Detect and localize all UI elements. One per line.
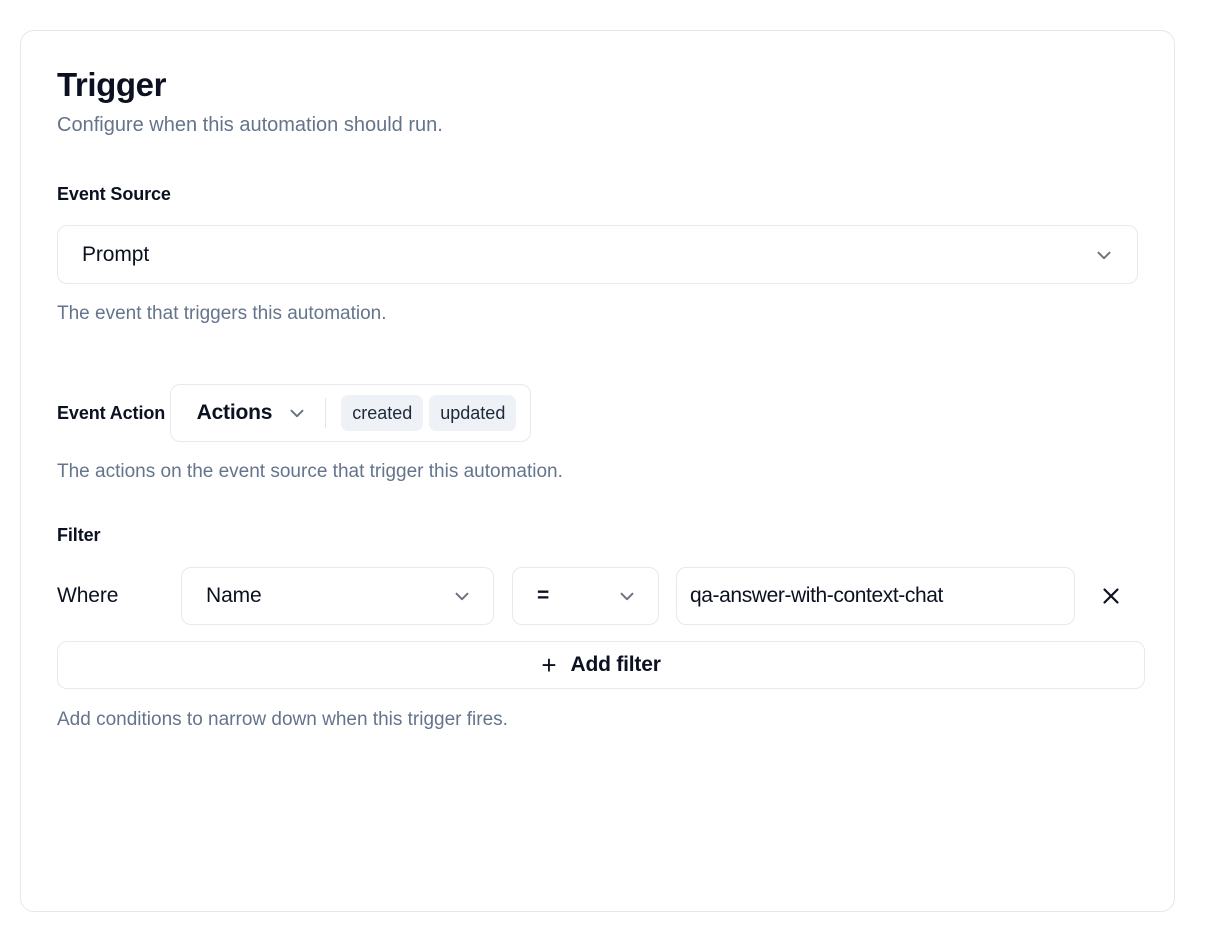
trigger-card: Trigger Configure when this automation s… xyxy=(20,30,1175,912)
event-source-select[interactable]: Prompt xyxy=(57,225,1138,284)
filter-operator-select[interactable]: = xyxy=(512,567,659,625)
where-label: Where xyxy=(57,584,119,607)
event-source-help: The event that triggers this automation. xyxy=(57,303,387,324)
event-action-chip[interactable]: updated xyxy=(429,395,517,431)
event-action-dropdown-label: Actions xyxy=(196,401,273,424)
chevron-down-icon xyxy=(286,402,308,424)
event-action-label: Event Action xyxy=(57,403,166,423)
filter-field-value: Name xyxy=(206,584,262,607)
chevron-down-icon xyxy=(451,585,473,607)
event-source-label: Event Source xyxy=(57,184,171,204)
filter-field-select[interactable]: Name xyxy=(181,567,494,625)
divider xyxy=(325,398,327,428)
event-source-value: Prompt xyxy=(82,242,150,266)
chevron-down-icon xyxy=(1093,244,1115,266)
filter-operator-value: = xyxy=(537,584,550,607)
page-title: Trigger xyxy=(57,66,167,103)
filter-value-input[interactable] xyxy=(676,567,1075,625)
event-action-help: The actions on the event source that tri… xyxy=(57,461,563,482)
event-source-group: Event Source Prompt The event that trigg… xyxy=(57,182,1138,327)
add-filter-button[interactable]: + Add filter xyxy=(57,641,1145,689)
filter-group: Filter Where Name = xyxy=(57,523,1145,733)
event-action-chips: created updated xyxy=(341,395,517,431)
event-action-chip[interactable]: created xyxy=(341,395,424,431)
chevron-down-icon xyxy=(616,585,638,607)
event-action-dropdown[interactable]: Actions xyxy=(197,401,309,425)
add-filter-label: Add filter xyxy=(570,653,661,676)
event-action-group: Event Action Actions created updated The… xyxy=(57,365,1138,485)
filter-row: Where Name = xyxy=(57,567,1138,625)
filter-help: Add conditions to narrow down when this … xyxy=(57,709,508,730)
page-subtitle: Configure when this automation should ru… xyxy=(57,114,443,136)
filter-label: Filter xyxy=(57,525,101,545)
plus-icon: + xyxy=(541,650,557,680)
remove-filter-button[interactable] xyxy=(1089,574,1133,618)
event-action-control: Actions created updated xyxy=(169,384,532,442)
close-icon xyxy=(1099,584,1123,608)
